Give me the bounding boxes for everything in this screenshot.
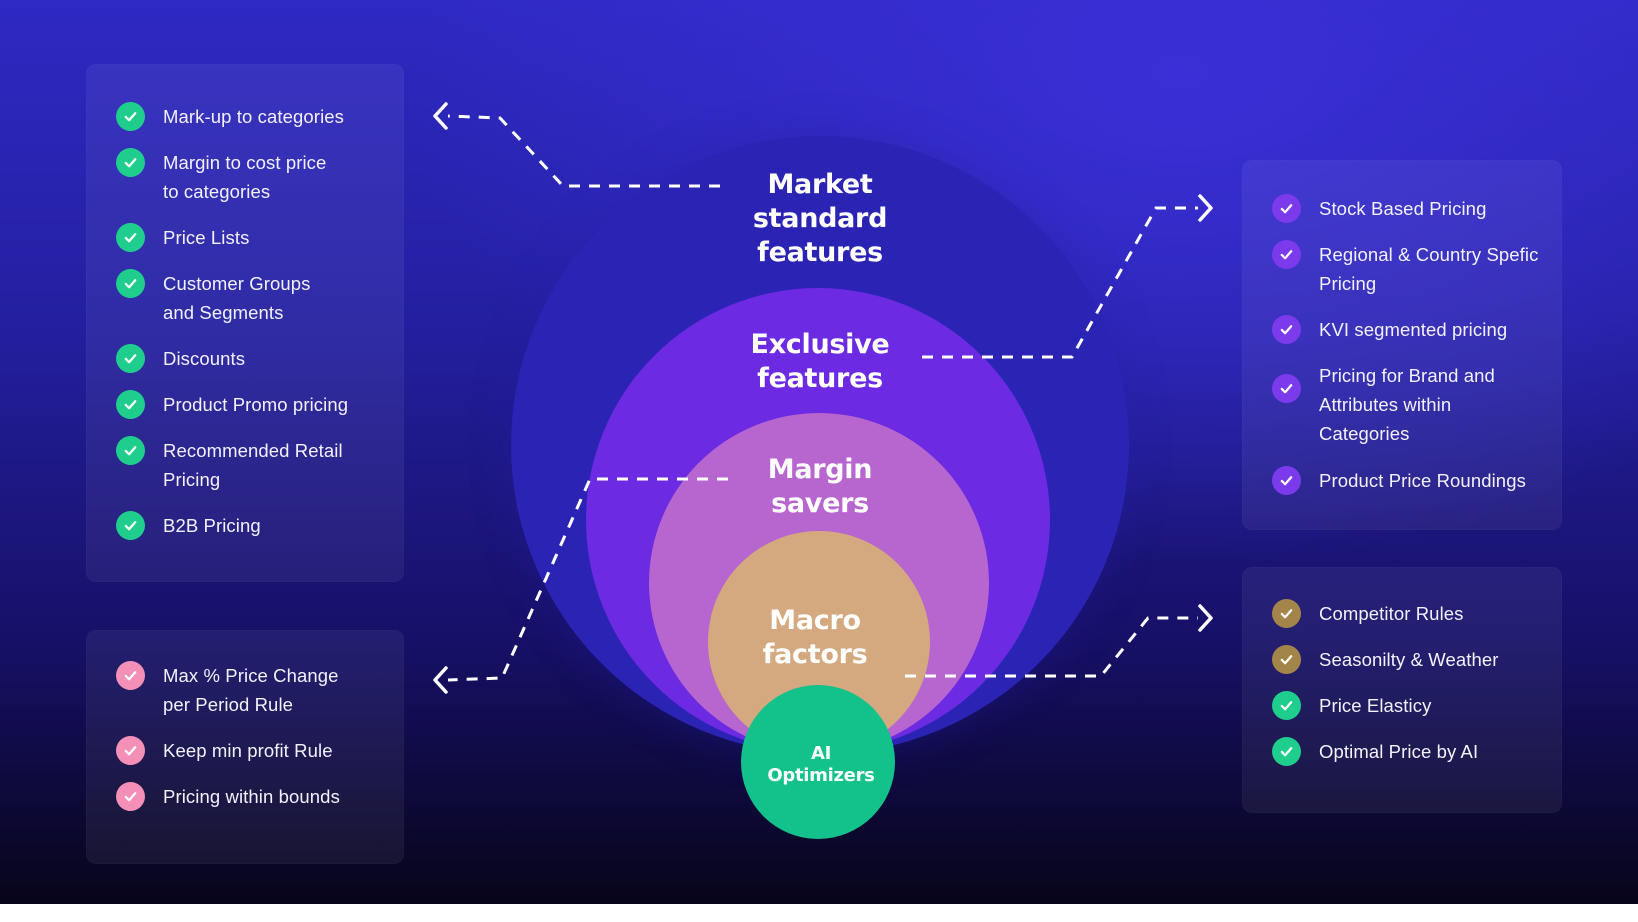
connector-margin-savers bbox=[447, 477, 728, 682]
connector-macro-factors bbox=[905, 616, 1198, 678]
margin-savers-title: Margin savers bbox=[767, 454, 873, 519]
list-item: Pricing for Brand and Attributes within … bbox=[1272, 361, 1546, 448]
list-item-label: Competitor Rules bbox=[1319, 603, 1464, 624]
check-icon bbox=[116, 344, 145, 373]
list-item: Product Promo pricing bbox=[116, 390, 388, 419]
list-item: Margin to cost price to categories bbox=[116, 148, 388, 206]
list-item-label: KVI segmented pricing bbox=[1319, 319, 1508, 340]
list-item-label: Max % Price Change per Period Rule bbox=[163, 665, 339, 715]
macro-factors-panel: Competitor Rules Seasonilty & Weather Pr… bbox=[1242, 567, 1562, 813]
bottom-border bbox=[0, 904, 1638, 922]
exclusive-features-panel: Stock Based Pricing Regional & Country S… bbox=[1242, 160, 1562, 530]
check-icon bbox=[1272, 737, 1301, 766]
arrow-right-icon bbox=[1198, 604, 1213, 632]
list-item-label: Price Lists bbox=[163, 227, 250, 248]
list-item-label: Product Price Roundings bbox=[1319, 470, 1526, 491]
check-icon bbox=[116, 736, 145, 765]
check-icon bbox=[1272, 691, 1301, 720]
list-item: Competitor Rules bbox=[1272, 599, 1546, 628]
exclusive-features-title: Exclusive features bbox=[750, 329, 890, 394]
check-icon bbox=[1272, 599, 1301, 628]
check-icon bbox=[1272, 466, 1301, 495]
list-item: KVI segmented pricing bbox=[1272, 315, 1546, 344]
list-item-label: Pricing within bounds bbox=[163, 786, 340, 807]
list-item: Seasonilty & Weather bbox=[1272, 645, 1546, 674]
list-item-label: Keep min profit Rule bbox=[163, 740, 333, 761]
list-item: Stock Based Pricing bbox=[1272, 194, 1546, 223]
check-icon bbox=[116, 436, 145, 465]
list-item-label: Regional & Country Spefic Pricing bbox=[1319, 244, 1539, 294]
list-item-label: Mark-up to categories bbox=[163, 106, 345, 127]
market-standard-features-panel: Mark-up to categories Margin to cost pri… bbox=[86, 64, 404, 582]
check-icon bbox=[116, 223, 145, 252]
arrow-right-icon bbox=[1198, 194, 1213, 222]
ai-optimizers-title: AI Optimizers bbox=[767, 743, 875, 786]
arrow-left-icon bbox=[433, 666, 448, 694]
check-icon bbox=[116, 102, 145, 131]
arrow-left-icon bbox=[433, 102, 448, 130]
ai-optimizers-circle bbox=[741, 685, 895, 839]
list-item: Recommended Retail Pricing bbox=[116, 436, 388, 494]
list-item: Price Elasticy bbox=[1272, 691, 1546, 720]
macro-factors-title: Macro factors bbox=[762, 605, 868, 670]
list-item-label: Stock Based Pricing bbox=[1319, 198, 1487, 219]
list-item: B2B Pricing bbox=[116, 511, 388, 540]
check-icon bbox=[116, 661, 145, 690]
list-item: Customer Groups and Segments bbox=[116, 269, 388, 327]
check-icon bbox=[1272, 315, 1301, 344]
list-item: Price Lists bbox=[116, 223, 388, 252]
list-item-label: Seasonilty & Weather bbox=[1319, 649, 1499, 670]
list-item-label: Recommended Retail Pricing bbox=[163, 440, 343, 490]
check-icon bbox=[1272, 240, 1301, 269]
check-icon bbox=[1272, 194, 1301, 223]
list-item: Keep min profit Rule bbox=[116, 736, 388, 765]
check-icon bbox=[116, 148, 145, 177]
list-item: Optimal Price by AI bbox=[1272, 737, 1546, 766]
list-item-label: Margin to cost price to categories bbox=[163, 152, 327, 202]
check-icon bbox=[116, 269, 145, 298]
list-item: Max % Price Change per Period Rule bbox=[116, 661, 388, 719]
list-item-label: Optimal Price by AI bbox=[1319, 741, 1479, 762]
list-item-label: Discounts bbox=[163, 348, 246, 369]
connector-market-standard bbox=[447, 114, 720, 188]
list-item-label: Product Promo pricing bbox=[163, 394, 349, 415]
list-item: Discounts bbox=[116, 344, 388, 373]
margin-savers-panel: Max % Price Change per Period Rule Keep … bbox=[86, 630, 404, 864]
check-icon bbox=[116, 511, 145, 540]
check-icon bbox=[1272, 645, 1301, 674]
check-icon bbox=[1272, 374, 1301, 403]
list-item: Regional & Country Spefic Pricing bbox=[1272, 240, 1546, 298]
list-item-label: Customer Groups and Segments bbox=[163, 273, 311, 323]
list-item-label: Pricing for Brand and Attributes within … bbox=[1319, 365, 1495, 444]
list-item: Pricing within bounds bbox=[116, 782, 388, 811]
list-item: Mark-up to categories bbox=[116, 102, 388, 131]
check-icon bbox=[116, 782, 145, 811]
list-item: Product Price Roundings bbox=[1272, 466, 1546, 495]
connector-exclusive bbox=[922, 206, 1198, 359]
list-item-label: B2B Pricing bbox=[163, 515, 261, 536]
list-item-label: Price Elasticy bbox=[1319, 695, 1432, 716]
market-standard-title: Market standard features bbox=[752, 169, 888, 268]
check-icon bbox=[116, 390, 145, 419]
